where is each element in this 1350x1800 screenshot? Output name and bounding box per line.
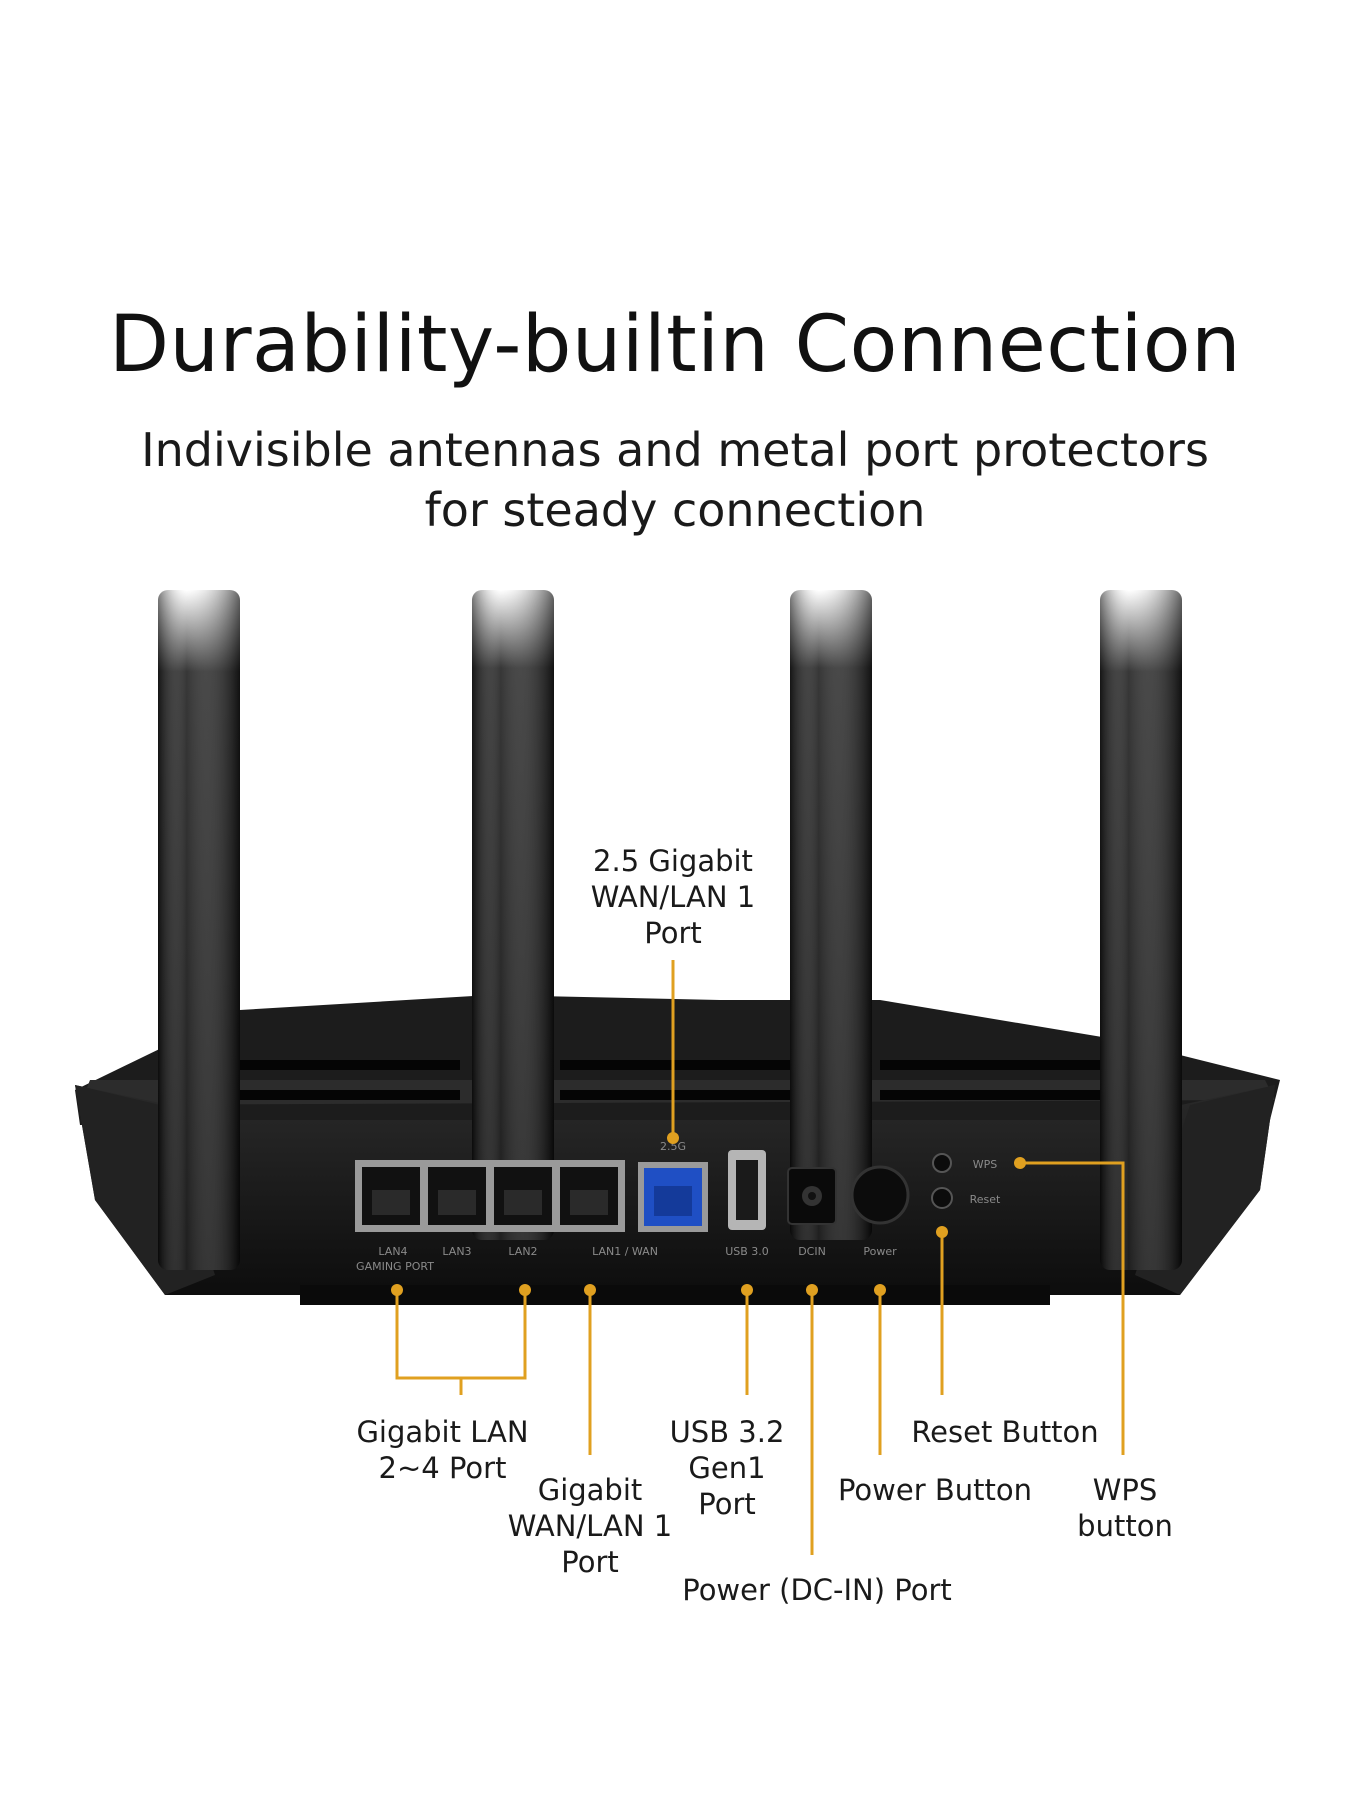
callout-lines (395, 960, 1125, 1555)
callout-line: 2.5 Gigabit (593, 844, 753, 878)
callout-reset-button: Reset Button (890, 1414, 1120, 1450)
panel-label-reset: Reset (970, 1193, 1001, 1206)
usb-port (728, 1150, 766, 1230)
panel-label-lan3: LAN3 (442, 1245, 471, 1258)
callout-line: Power Button (837, 1473, 1033, 1507)
callout-wps-button: WPS button (1060, 1472, 1190, 1544)
callout-power-dc-in-port: Power (DC-IN) Port (672, 1572, 962, 1608)
lan-port-group (355, 1160, 625, 1232)
subtitle-line: Indivisible antennas and metal port prot… (141, 423, 1209, 477)
callout-line: WPS (1092, 1473, 1158, 1507)
antennas (158, 590, 1182, 1270)
subtitle-line: for steady connection (424, 483, 926, 537)
panel-label-gaming: GAMING PORT (356, 1260, 434, 1273)
callout-usb-3-2-gen1: USB 3.2 Gen1 Port (647, 1414, 807, 1522)
callout-line: 2~4 Port (378, 1451, 507, 1485)
callout-dots (391, 1132, 1026, 1296)
callout-line: Reset Button (911, 1415, 1099, 1449)
callout-line: Gen1 (688, 1451, 766, 1485)
callout-2-5-gigabit-wan-lan1: 2.5 Gigabit WAN/LAN 1 Port (573, 843, 773, 951)
callout-line: USB 3.2 (669, 1415, 785, 1449)
callout-line: button (1077, 1509, 1173, 1543)
wps-button (932, 1153, 952, 1173)
callout-line: Port (644, 916, 702, 950)
wan-2-5g-port (638, 1162, 708, 1232)
callout-gigabit-wan-lan1: Gigabit WAN/LAN 1 Port (490, 1472, 690, 1580)
callout-line: Port (561, 1545, 619, 1579)
callout-line: Gigabit LAN (356, 1415, 529, 1449)
callout-line: WAN/LAN 1 (590, 880, 756, 914)
antenna (1100, 590, 1182, 1270)
dc-in-port (787, 1167, 837, 1225)
antenna (790, 590, 872, 1240)
power-button (850, 1165, 910, 1225)
panel-label-wps: WPS (973, 1158, 998, 1171)
callout-line: Power (DC-IN) Port (682, 1573, 952, 1607)
callout-power-button: Power Button (820, 1472, 1050, 1508)
panel-label-lan1-wan: LAN1 / WAN (592, 1245, 658, 1258)
callout-line: WAN/LAN 1 (507, 1509, 673, 1543)
antenna (158, 590, 240, 1270)
callout-line: Gigabit (537, 1473, 643, 1507)
panel-label-usb: USB 3.0 (725, 1245, 769, 1258)
panel-label-lan2: LAN2 (508, 1245, 537, 1258)
panel-label-dcin: DCIN (798, 1245, 826, 1258)
panel-label-2-5g: 2.5G (660, 1140, 686, 1153)
page-subtitle: Indivisible antennas and metal port prot… (0, 420, 1350, 540)
panel-label-power: Power (863, 1245, 897, 1258)
callout-gigabit-lan-2-4: Gigabit LAN 2~4 Port (340, 1414, 545, 1486)
panel-label-lan4: LAN4 (378, 1245, 407, 1258)
callout-line: Port (698, 1487, 756, 1521)
antenna (472, 590, 554, 1240)
page-title: Durability-builtin Connection (108, 300, 1242, 390)
reset-button (931, 1187, 953, 1209)
port-panel: LAN4 LAN3 LAN2 LAN1 / WAN GAMING PORT 2.… (355, 1140, 1001, 1273)
